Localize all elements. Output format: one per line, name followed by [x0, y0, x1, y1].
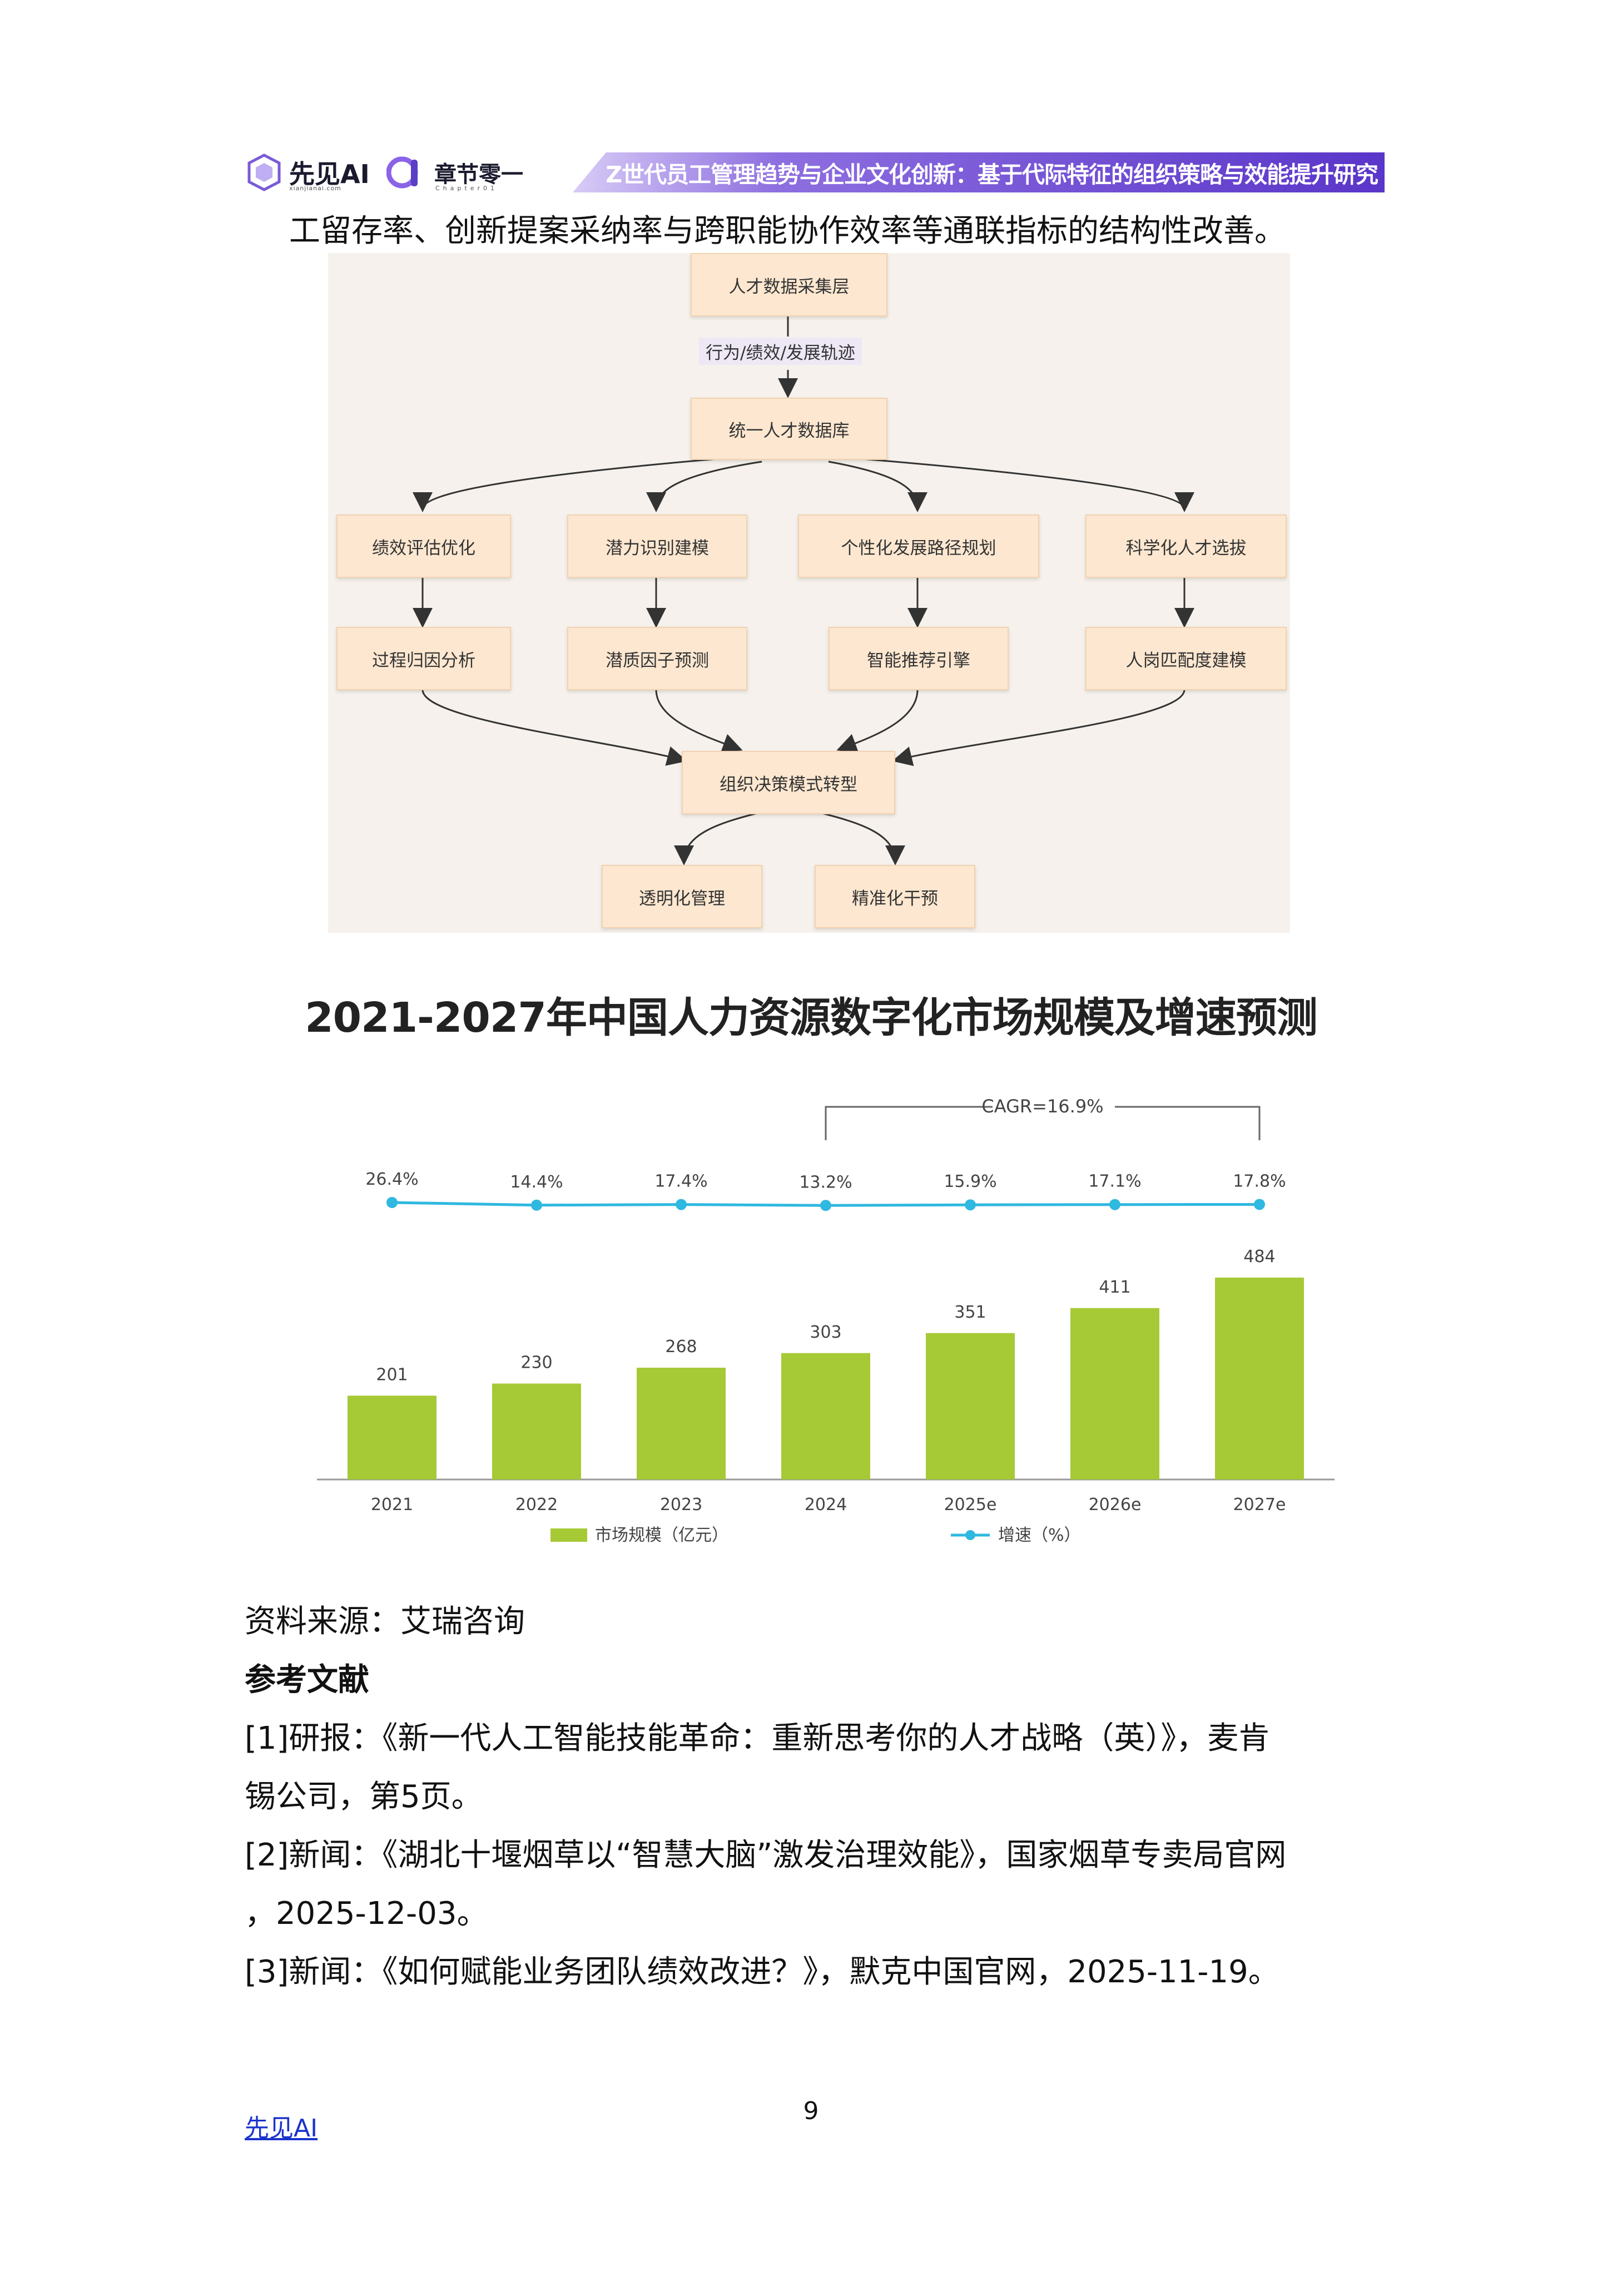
xianjian-logo-icon: [247, 154, 281, 191]
flow-node-row2-4: 人岗匹配度建模: [1085, 627, 1287, 690]
edge-db-potential: [646, 461, 762, 512]
flow-node-output-1: 透明化管理: [602, 865, 762, 928]
bar-2026e: [1070, 1308, 1159, 1479]
edge-rec-merge: [836, 689, 919, 753]
bar-label-2021: 201: [376, 1365, 408, 1384]
growth-point-2025e: [965, 1199, 976, 1211]
reference-item-3: [3]新闻：《如何赋能业务团队绩效改进？》，默克中国官网，2025-11-19。: [245, 1954, 1279, 1990]
growth-point-2027e: [1254, 1199, 1265, 1210]
flow-node-row2-3: 智能推荐引擎: [829, 627, 1009, 690]
flow-node-output-2: 精准化干预: [815, 865, 975, 928]
intro-paragraph: 工留存率、创新提案采纳率与跨职能协作效率等通联指标的结构性改善。: [289, 213, 1286, 249]
x-tick-2024: 2024: [805, 1495, 847, 1515]
x-tick-2021: 2021: [371, 1495, 413, 1515]
growth-label-2024: 13.2%: [799, 1172, 852, 1192]
flow-node-row1-3: 个性化发展路径规划: [798, 514, 1039, 578]
bar-label-2026e: 411: [1099, 1278, 1130, 1297]
bar-label-2025e: 351: [954, 1303, 986, 1322]
cagr-annotation: CAGR=16.9%: [981, 1096, 1103, 1117]
growth-label-2027e: 17.8%: [1233, 1171, 1286, 1191]
legend-bar-swatch: [550, 1528, 587, 1542]
flow-edge-label: 行为/绩效/发展轨迹: [699, 338, 862, 365]
edge-db-select: [861, 458, 1194, 512]
cagr-bracket-left: [825, 1106, 993, 1140]
report-title: Z世代员工管理趋势与企业文化创新：基于代际特征的组织策略与效能提升研究: [606, 161, 1378, 188]
reference-item-2-cont: ，2025-12-03。: [245, 1896, 488, 1932]
flow-node-row1-2: 潜力识别建模: [567, 514, 747, 578]
growth-point-2023: [676, 1199, 687, 1210]
flowchart-connectors: [413, 315, 1194, 865]
x-tick-2025e: 2025e: [944, 1495, 997, 1515]
bar-2025e: [926, 1333, 1015, 1479]
bar-label-2022: 230: [520, 1353, 552, 1373]
footer-link[interactable]: 先见AI: [245, 2114, 318, 2142]
edge-merge-transparent: [674, 811, 762, 865]
bar-label-2027e: 484: [1243, 1247, 1275, 1266]
growth-label-2022: 14.4%: [510, 1172, 563, 1192]
legend-line-label: 增速（%）: [998, 1526, 1081, 1545]
growth-point-2022: [531, 1199, 542, 1211]
chapter01-logo-icon: [386, 156, 418, 189]
source-note: 资料来源：艾瑞咨询: [245, 1604, 525, 1640]
edge-merge-precise: [817, 811, 905, 865]
x-tick-2026e: 2026e: [1089, 1495, 1142, 1515]
growth-point-2026e: [1109, 1199, 1120, 1210]
cagr-bracket-right: [1115, 1106, 1261, 1140]
growth-point-2021: [386, 1197, 398, 1208]
edge-match-merge: [892, 689, 1186, 766]
growth-label-2025e: 15.9%: [944, 1172, 996, 1191]
market-size-chart: 201 2021 230 2022 268 2023 303 2024 351 2025e 411 2…: [317, 1096, 1335, 1545]
edge-db-perf: [413, 458, 718, 512]
page-number: 9: [803, 2097, 819, 2125]
growth-label-2026e: 17.1%: [1088, 1172, 1141, 1191]
edge-db-path: [828, 461, 927, 512]
growth-label-2021: 26.4%: [365, 1170, 418, 1189]
banner-background: [573, 152, 1385, 192]
growth-label-2023: 17.4%: [654, 1172, 707, 1191]
x-tick-2022: 2022: [515, 1495, 558, 1515]
bar-2027e: [1215, 1278, 1304, 1479]
edge-factor-merge: [655, 689, 743, 753]
chapter01-logo: 章节零一 Chapter01: [386, 150, 523, 195]
flow-node-row1-1: 绩效评估优化: [336, 514, 511, 578]
flow-node-database: 统一人才数据库: [691, 398, 887, 460]
page-header: 先见AI xianjianai.com 章节零一 Chapter01 Z世代员工…: [245, 150, 1385, 195]
bar-2024: [781, 1353, 870, 1479]
talent-data-flowchart: 人才数据采集层 行为/绩效/发展轨迹 统一人才数据库 绩效评估优化 潜力识别建模…: [328, 253, 1290, 933]
report-title-banner: Z世代员工管理趋势与企业文化创新：基于代际特征的组织策略与效能提升研究: [573, 152, 1385, 192]
chapter01-logo-sub: Chapter01: [435, 185, 498, 192]
bar-2021: [348, 1396, 436, 1479]
xianjian-logo-url: xianjianai.com: [289, 185, 341, 192]
bar-label-2024: 303: [810, 1323, 841, 1342]
reference-item-1-cont: 锡公司，第5页。: [245, 1779, 483, 1815]
flow-node-row1-4: 科学化人才选拔: [1085, 514, 1287, 578]
flow-node-row2-2: 潜质因子预测: [567, 627, 747, 690]
growth-point-2024: [820, 1200, 831, 1211]
edge-attr-merge: [421, 689, 687, 766]
legend-bar-label: 市场规模（亿元）: [595, 1526, 728, 1545]
bar-label-2023: 268: [665, 1337, 697, 1357]
legend-line-marker: [965, 1530, 975, 1540]
xianjian-logo: 先见AI xianjianai.com: [245, 150, 370, 195]
reference-item-1: [1]研报：《新一代人工智能技能革命：重新思考你的人才战略（英）》，麦肯: [245, 1720, 1270, 1756]
x-tick-2023: 2023: [660, 1495, 702, 1515]
chart-title: 2021-2027年中国人力资源数字化市场规模及增速预测: [305, 994, 1318, 1042]
flow-node-collection: 人才数据采集层: [691, 253, 887, 316]
references-heading: 参考文献: [245, 1662, 369, 1698]
bar-2022: [492, 1383, 581, 1479]
chapter01-logo-text: 章节零一: [434, 162, 523, 187]
reference-item-2: [2]新闻：《湖北十堰烟草以“智慧大脑”激发治理效能》，国家烟草专卖局官网: [245, 1837, 1287, 1873]
flow-node-merge: 组织决策模式转型: [682, 751, 895, 814]
flow-node-row2-1: 过程归因分析: [336, 627, 511, 690]
x-tick-2027e: 2027e: [1233, 1495, 1286, 1515]
xianjian-logo-text: 先见AI: [289, 159, 370, 189]
bar-2023: [637, 1368, 726, 1479]
